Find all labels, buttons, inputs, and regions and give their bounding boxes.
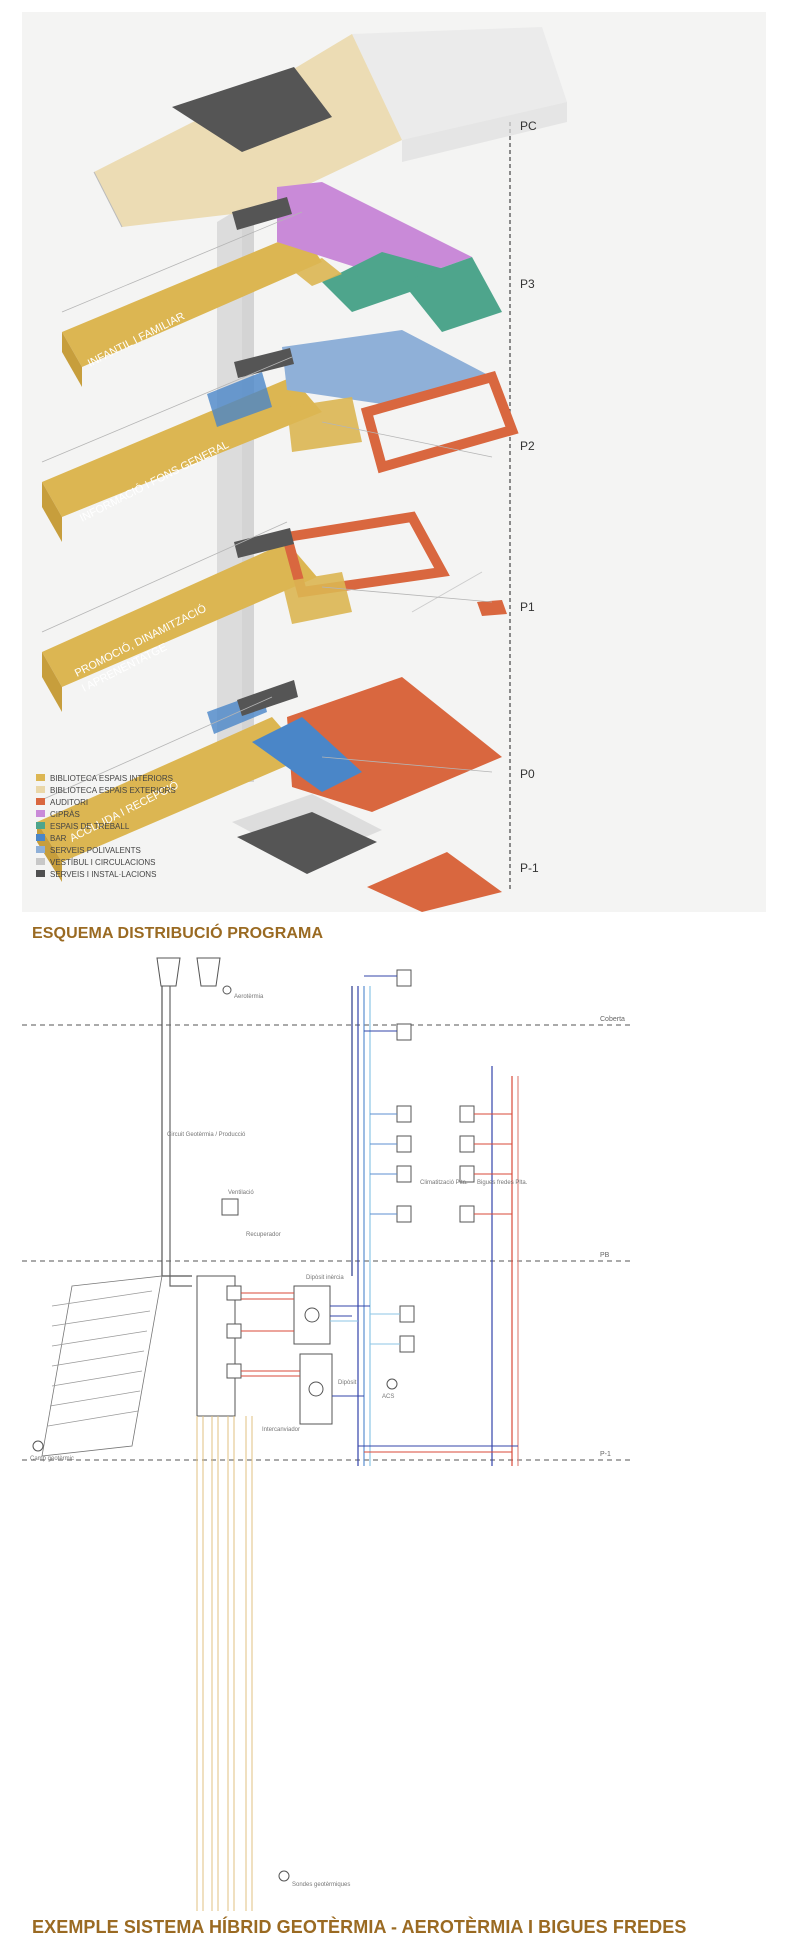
level-p2-slab bbox=[42, 330, 519, 542]
hybrid-system-schematic: Coberta PB P-1 Aerotèrmia Circuit Geotèr… bbox=[22, 946, 788, 1911]
zone-a-label: Climatització Plta. bbox=[420, 1180, 468, 1186]
aero-label: Aerotèrmia bbox=[234, 994, 264, 1000]
level-label-p0: P0 bbox=[520, 767, 535, 781]
level-label-p1: P1 bbox=[520, 600, 535, 614]
level-label-pc: PC bbox=[520, 119, 537, 133]
level-label-basement: P-1 bbox=[600, 1451, 611, 1458]
level-basement bbox=[232, 794, 502, 912]
legend-swatch bbox=[36, 846, 45, 853]
level-label-roof: Coberta bbox=[600, 1016, 625, 1023]
legend-swatch bbox=[36, 786, 45, 793]
buffer-label: Dipòsit inèrcia bbox=[306, 1275, 344, 1281]
branch-pipes bbox=[358, 975, 518, 1453]
legend-swatch bbox=[36, 798, 45, 805]
terminal-units bbox=[396, 969, 475, 1353]
legend-item: SERVEIS POLIVALENTS bbox=[50, 846, 141, 855]
circuit-label: Circuit Geotèrmia / Producció bbox=[167, 1132, 246, 1138]
level-label-pminus1: P-1 bbox=[520, 861, 539, 875]
hybrid-system-caption: EXEMPLE SISTEMA HÍBRID GEOTÈRMIA - AEROT… bbox=[32, 1917, 687, 1937]
geothermal-field: Sondes geotèrmiques Camp geotèrmic bbox=[30, 1275, 350, 1911]
riser-pipes bbox=[161, 986, 519, 1466]
plant-room: Ventilació Recuperador Dipòsit inèrcia D… bbox=[196, 1190, 394, 1433]
level-label-ground: PB bbox=[600, 1252, 610, 1259]
level-label-p3: P3 bbox=[520, 277, 535, 291]
legend-item: VESTÍBUL I CIRCULACIONS bbox=[50, 858, 156, 867]
level-p1-slab bbox=[42, 511, 507, 712]
legend-swatch bbox=[36, 774, 45, 781]
legend-item: AUDITORI bbox=[50, 798, 88, 807]
recov-label: Recuperador bbox=[246, 1232, 281, 1238]
vertical-core bbox=[217, 207, 242, 782]
level-p3-slab bbox=[62, 182, 502, 387]
legend-item: BAR bbox=[50, 834, 67, 843]
legend-item: CIPRÀS bbox=[50, 810, 80, 819]
legend-swatch bbox=[36, 810, 45, 817]
program-diagram-caption: ESQUEMA DISTRIBUCIÓ PROGRAMA bbox=[32, 925, 324, 942]
geo-field-label: Camp geotèrmic bbox=[30, 1456, 74, 1462]
vertical-core-side bbox=[242, 207, 254, 782]
legend-swatch bbox=[36, 834, 45, 841]
legend-item: ESPAIS DE TREBALL bbox=[50, 822, 130, 831]
probes-label: Sondes geotèrmiques bbox=[292, 1882, 350, 1888]
legend-item: SERVEIS I INSTAL·LACIONS bbox=[50, 870, 156, 879]
railings bbox=[36, 211, 493, 803]
legend-swatch bbox=[36, 870, 45, 877]
ventilation-label: Ventilació bbox=[228, 1190, 254, 1196]
tank-label: Dipòsit bbox=[338, 1380, 357, 1386]
legend: BIBLIOTECA ESPAIS INTERIORS BIBLIOTECA E… bbox=[36, 774, 176, 879]
legend-swatch bbox=[36, 822, 45, 829]
legend-item: BIBLIOTECA ESPAIS EXTERIORS bbox=[50, 786, 176, 795]
level-p0-slab bbox=[37, 677, 502, 882]
acs-symbol bbox=[386, 1378, 398, 1390]
exchanger-label: Intercanviador bbox=[262, 1427, 300, 1433]
legend-item: BIBLIOTECA ESPAIS INTERIORS bbox=[50, 774, 173, 783]
legend-swatch bbox=[36, 858, 45, 865]
program-distribution-diagram: INFANTIL I FAMILIAR INFORMACIÓ I FONS GE… bbox=[22, 12, 766, 912]
acs-label: ACS bbox=[382, 1394, 394, 1400]
level-pc-slab bbox=[93, 27, 567, 228]
level-label-p2: P2 bbox=[520, 439, 535, 453]
zone-b-label: Bigues fredes Plta. bbox=[477, 1180, 528, 1186]
aerothermal-units: Aerotèrmia bbox=[156, 957, 264, 1000]
